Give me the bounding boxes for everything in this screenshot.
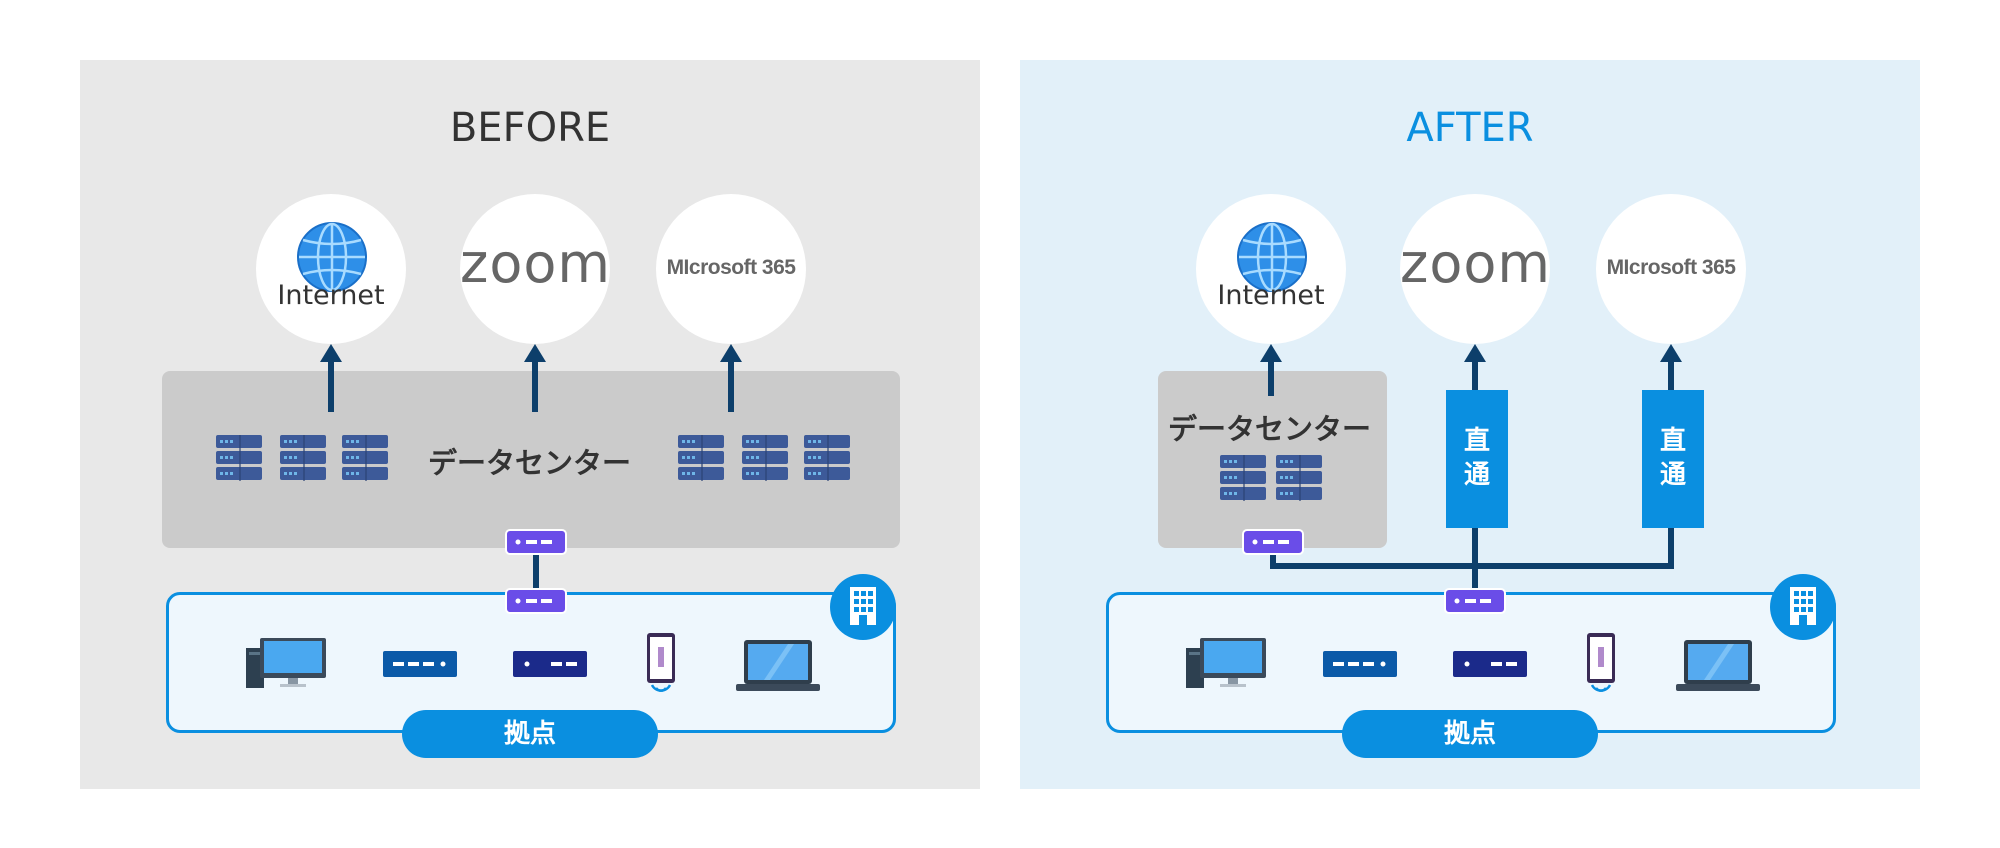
router-icon bbox=[1242, 529, 1304, 555]
server-rack-icon bbox=[280, 435, 326, 481]
server-rack-icon bbox=[742, 435, 788, 481]
phone-icon bbox=[646, 633, 676, 697]
before-title: BEFORE bbox=[449, 105, 611, 151]
network-switch-icon bbox=[383, 651, 457, 677]
building-icon bbox=[1770, 574, 1836, 640]
server-rack-icon bbox=[1276, 455, 1322, 501]
server-rack-icon bbox=[678, 435, 724, 481]
zoom-logo-text: zoom bbox=[460, 232, 612, 295]
desktop-pc-icon bbox=[1186, 638, 1268, 688]
datacenter-label: データセンター bbox=[1168, 412, 1372, 446]
arrowhead-zoom bbox=[1464, 344, 1486, 362]
arrowhead-internet bbox=[1260, 344, 1282, 362]
microsoft365-label: MIcrosoft 365 bbox=[1606, 256, 1736, 279]
desktop-pc-icon bbox=[246, 638, 328, 688]
server-rack-icon bbox=[342, 435, 388, 481]
after-title: AFTER bbox=[1406, 105, 1534, 151]
internet-service: Internet bbox=[256, 194, 406, 344]
direct-block-overlay: 直通 bbox=[1446, 390, 1508, 528]
direct-block-overlay: 直通 bbox=[1642, 390, 1704, 528]
server-rack-icon bbox=[216, 435, 262, 481]
server-rack-icon bbox=[804, 435, 850, 481]
internet-label: Internet bbox=[1217, 280, 1325, 311]
arrowhead-zoom bbox=[524, 344, 546, 362]
site-label: 拠点 bbox=[402, 710, 658, 758]
arrowhead-internet bbox=[320, 344, 342, 362]
datacenter-box bbox=[1158, 371, 1387, 548]
arrowhead-microsoft bbox=[1660, 344, 1682, 362]
server-rack-icon bbox=[1220, 455, 1266, 501]
laptop-icon bbox=[1676, 640, 1760, 692]
laptop-icon bbox=[736, 640, 820, 692]
router-icon bbox=[505, 529, 567, 555]
microsoft365-service: MIcrosoft 365 bbox=[656, 194, 806, 344]
before-panel: BEFORE Internet zoom MIcrosoft 365 データセン… bbox=[80, 60, 980, 789]
network-switch-icon bbox=[513, 651, 587, 677]
after-panel: AFTER Internet zoom MIcrosoft 365 データセンタ… bbox=[1020, 60, 1920, 789]
arrowhead-microsoft bbox=[720, 344, 742, 362]
internet-service: Internet bbox=[1196, 194, 1346, 344]
direct-label: 直通 bbox=[1659, 426, 1686, 490]
microsoft365-service: MIcrosoft 365 bbox=[1596, 194, 1746, 344]
network-switch-icon bbox=[1453, 651, 1527, 677]
building-icon bbox=[830, 574, 896, 640]
site-label: 拠点 bbox=[1342, 710, 1598, 758]
network-switch-icon bbox=[1323, 651, 1397, 677]
zoom-service: zoom bbox=[460, 194, 610, 344]
before-connections bbox=[320, 344, 742, 596]
router-icon bbox=[505, 588, 567, 614]
router-icon bbox=[1444, 588, 1506, 614]
zoom-logo-text: zoom bbox=[1400, 232, 1552, 295]
direct-label: 直通 bbox=[1463, 426, 1490, 490]
internet-label: Internet bbox=[277, 280, 385, 311]
phone-icon bbox=[1586, 633, 1616, 697]
zoom-service: zoom bbox=[1400, 194, 1550, 344]
datacenter-label: データセンター bbox=[428, 446, 632, 480]
microsoft365-label: MIcrosoft 365 bbox=[666, 256, 796, 279]
